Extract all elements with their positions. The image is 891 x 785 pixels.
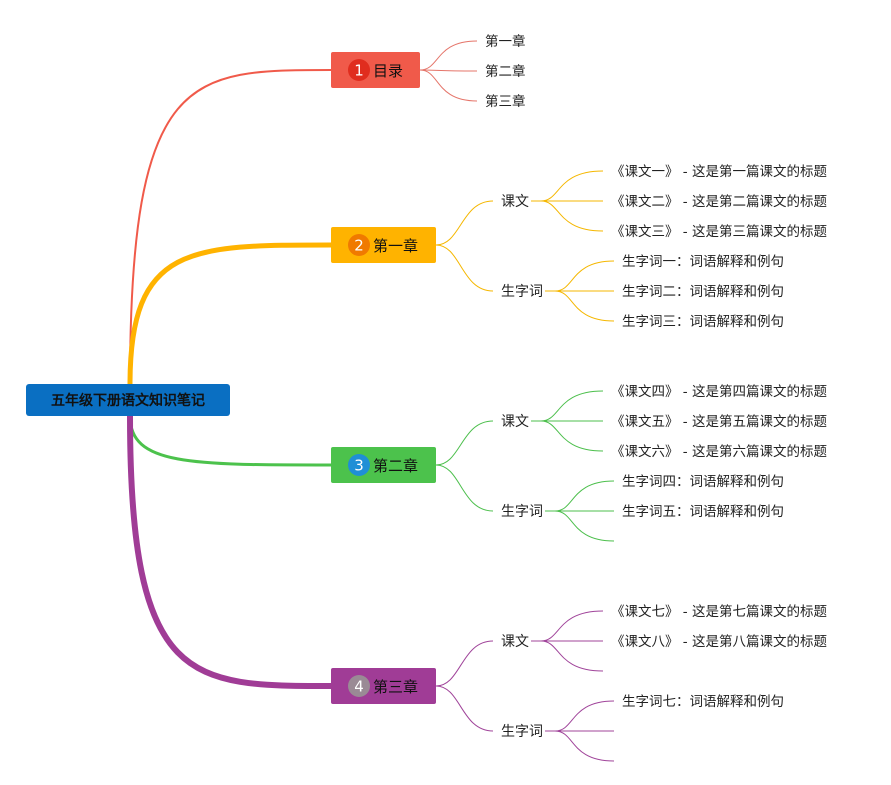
leaf-connector: [540, 170, 604, 202]
leaf-connector: [554, 260, 615, 292]
badge-number: 1: [354, 62, 364, 80]
leaf-item[interactable]: 生字词二：词语解释和例句: [622, 284, 784, 300]
leaf-connector: [419, 40, 478, 71]
group-connector: [435, 244, 494, 292]
badge-number: 4: [354, 678, 364, 696]
leaf-connector: [540, 610, 604, 642]
group-connector: [435, 464, 494, 512]
group-connector: [435, 640, 494, 687]
root-label: 五年级下册语文知识笔记: [51, 392, 205, 409]
leaf-item[interactable]: 《课文四》 - 这是第四篇课文的标题: [611, 383, 827, 400]
group-label[interactable]: 生字词: [501, 724, 543, 740]
branch-label: 第三章: [373, 678, 418, 696]
leaf-connector: [554, 290, 615, 322]
number-badge: [348, 234, 370, 256]
leaf-connector: [540, 420, 604, 452]
leaf-item[interactable]: 第二章: [485, 63, 526, 80]
root-node[interactable]: [26, 384, 230, 416]
badge-number: 2: [354, 237, 364, 255]
leaf-connector: [419, 69, 478, 102]
group-label[interactable]: 课文: [501, 634, 529, 650]
group-label[interactable]: 生字词: [501, 504, 543, 520]
branch-connector: [129, 69, 332, 385]
number-badge: [348, 59, 370, 81]
group-connector: [435, 420, 494, 466]
group-label[interactable]: 课文: [501, 194, 529, 210]
leaf-item[interactable]: 《课文七》 - 这是第七篇课文的标题: [611, 603, 827, 620]
leaf-item[interactable]: 生字词一：词语解释和例句: [622, 254, 784, 270]
leaf-item[interactable]: 《课文五》 - 这是第五篇课文的标题: [611, 413, 827, 430]
leaf-connector: [540, 640, 604, 672]
branch-label: 第一章: [373, 237, 418, 255]
leaf-item[interactable]: 《课文二》 - 这是第二篇课文的标题: [611, 193, 827, 210]
branch-label: 目录: [373, 62, 403, 80]
leaf-item[interactable]: 《课文六》 - 这是第六篇课文的标题: [611, 443, 827, 460]
leaf-connector: [554, 480, 615, 512]
leaf-connector: [554, 730, 615, 762]
leaf-item[interactable]: 生字词七：词语解释和例句: [622, 694, 784, 710]
number-badge: [348, 454, 370, 476]
group-connector: [435, 685, 494, 732]
branch-connector: [128, 414, 333, 467]
group-label[interactable]: 课文: [501, 414, 529, 430]
leaf-connector: [554, 510, 615, 542]
leaf-connector: [419, 69, 478, 72]
leaf-item[interactable]: 生字词三：词语解释和例句: [622, 314, 784, 330]
leaf-item[interactable]: 《课文三》 - 这是第三篇课文的标题: [611, 223, 827, 240]
badge-number: 3: [354, 457, 364, 475]
leaf-item[interactable]: 生字词五：词语解释和例句: [622, 504, 784, 520]
group-connector: [435, 200, 494, 246]
leaf-connector: [554, 700, 615, 732]
connector-layer: [127, 40, 615, 762]
leaf-item[interactable]: 第一章: [485, 33, 526, 50]
leaf-item[interactable]: 生字词四：词语解释和例句: [622, 474, 784, 490]
branch-label: 第二章: [373, 457, 418, 475]
leaf-item[interactable]: 《课文一》 - 这是第一篇课文的标题: [611, 163, 827, 180]
group-label[interactable]: 生字词: [501, 284, 543, 300]
branch-connector: [127, 242, 334, 387]
branch-connector: [127, 413, 334, 689]
leaf-item[interactable]: 《课文八》 - 这是第八篇课文的标题: [611, 633, 827, 650]
number-badge: [348, 675, 370, 697]
leaf-connector: [540, 390, 604, 422]
leaf-item[interactable]: 第三章: [485, 93, 526, 110]
leaf-connector: [540, 200, 604, 232]
